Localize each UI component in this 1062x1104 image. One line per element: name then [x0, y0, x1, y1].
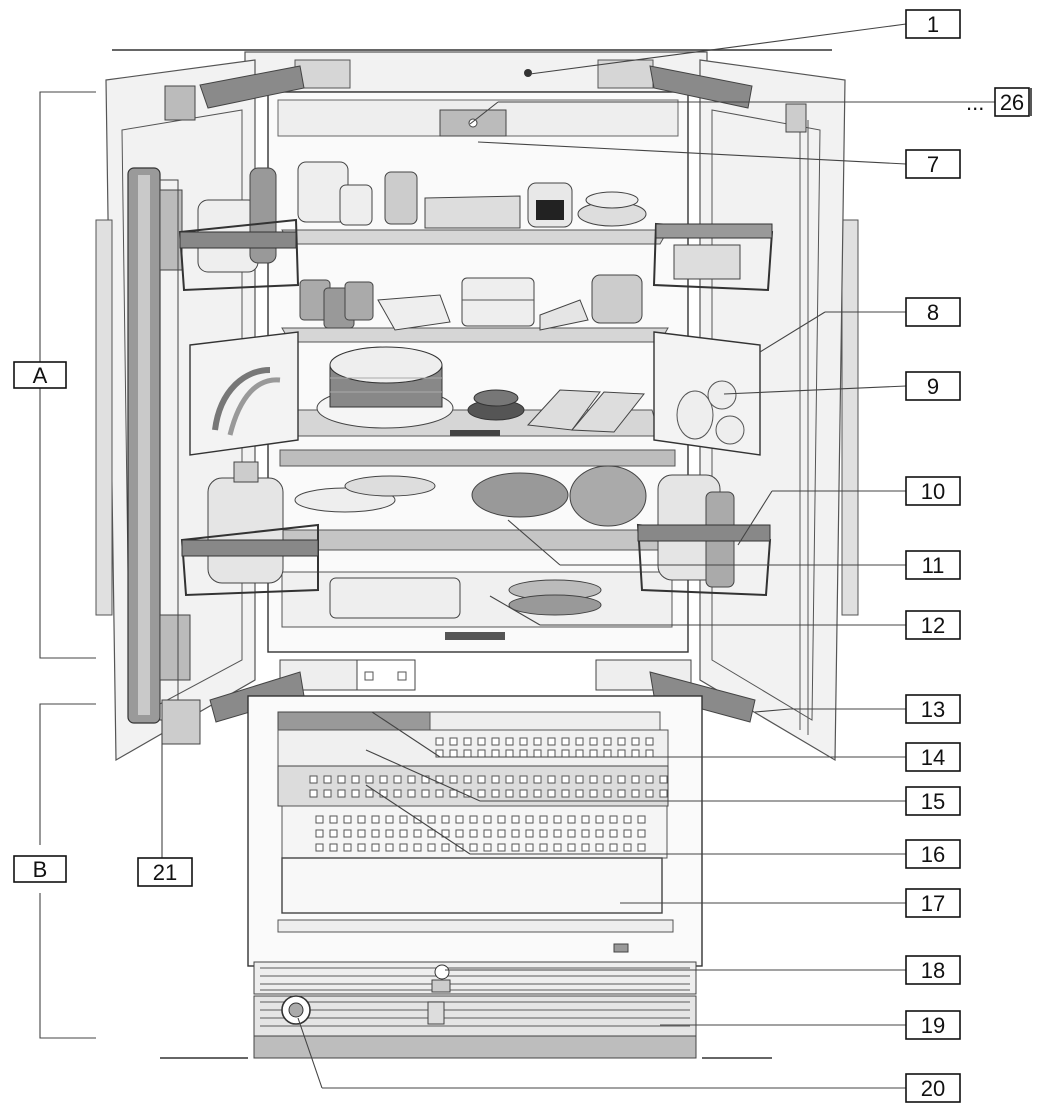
- callout-2-6-label-end: 6: [1012, 90, 1024, 115]
- callout-19: 19: [905, 1010, 961, 1040]
- callout-1: 1: [905, 9, 961, 39]
- left-door-bins: [178, 167, 319, 597]
- callout-2-6-prefix: ...: [966, 90, 984, 115]
- callout-10-label: 10: [921, 479, 945, 504]
- food-items: [294, 161, 647, 619]
- callout-12-label: 12: [921, 613, 945, 638]
- section-brackets: [39, 91, 96, 1039]
- callout-17: 17: [905, 888, 961, 918]
- section-b: B: [13, 855, 67, 883]
- callout-15: 15: [905, 786, 961, 816]
- callout-8: 8: [905, 297, 961, 327]
- section-a-label: A: [33, 363, 48, 388]
- callout-13-label: 13: [921, 697, 945, 722]
- callout-1-label: 1: [927, 12, 939, 37]
- callout-14: 14: [905, 742, 961, 772]
- callout-20: 20: [905, 1073, 961, 1103]
- callout-16: 16: [905, 839, 961, 869]
- callout-11: 11: [905, 550, 961, 580]
- callout-7: 7: [905, 149, 961, 179]
- callout-12: 12: [905, 610, 961, 640]
- callout-13: 13: [905, 694, 961, 724]
- callout-2-6: ... 2 6: [966, 87, 1032, 117]
- callout-16-label: 16: [921, 842, 945, 867]
- callout-18-label: 18: [921, 958, 945, 983]
- callout-2-6-label-start: 2: [1000, 90, 1012, 115]
- callout-21: 21: [137, 857, 193, 887]
- callout-9: 9: [905, 371, 961, 401]
- callout-15-label: 15: [921, 789, 945, 814]
- callout-9-label: 9: [927, 374, 939, 399]
- callout-7-label: 7: [927, 152, 939, 177]
- section-a: A: [13, 361, 67, 389]
- callout-18: 18: [905, 955, 961, 985]
- callout-20-label: 20: [921, 1076, 945, 1101]
- callout-21-label: 21: [153, 860, 177, 885]
- base-grille: [160, 961, 772, 1059]
- callout-19-label: 19: [921, 1013, 945, 1038]
- basket-perforations: [309, 737, 668, 852]
- callout-8-label: 8: [927, 300, 939, 325]
- section-b-label: B: [33, 857, 48, 882]
- callout-17-label: 17: [921, 891, 945, 916]
- leader-lines: [161, 23, 995, 1089]
- right-door-bins: [636, 222, 774, 597]
- callout-10: 10: [905, 476, 961, 506]
- callout-14-label: 14: [921, 745, 945, 770]
- callout-11-label: 11: [922, 553, 945, 578]
